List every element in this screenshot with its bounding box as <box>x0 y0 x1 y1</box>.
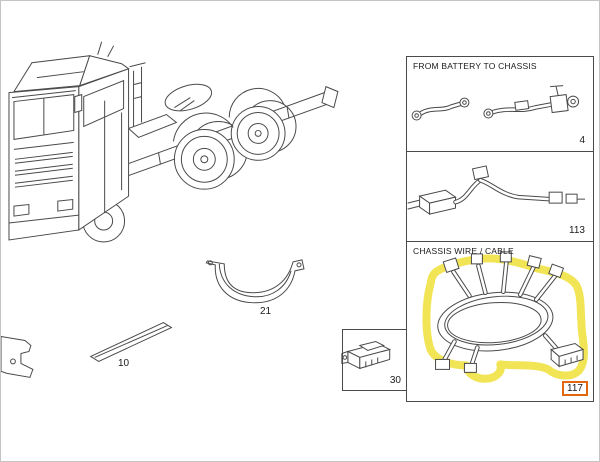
truck-chassis-illustration <box>115 62 339 190</box>
part-number-30[interactable]: 30 <box>389 375 401 386</box>
battery-section-title: FROM BATTERY TO CHASSIS <box>413 61 537 71</box>
cable-section-box[interactable]: 113 <box>406 151 594 242</box>
battery-section-box[interactable]: FROM BATTERY TO CHASSIS 4 <box>406 56 594 152</box>
part-10-strip-illustration <box>89 322 173 362</box>
truck-cab-illustration <box>8 41 130 243</box>
chassis-harness-illustration <box>422 251 588 383</box>
cable-113-illustration <box>407 165 586 216</box>
battery-cables-illustration <box>411 85 580 121</box>
part-21-bracket-illustration <box>205 259 305 304</box>
connector-section-box[interactable]: 30 <box>342 329 407 391</box>
part-number-117-callout[interactable]: 117 <box>562 381 588 396</box>
corner-bracket-illustration <box>1 336 34 378</box>
part-30-connector-illustration <box>341 340 392 370</box>
part-number-21[interactable]: 21 <box>260 306 272 317</box>
chassis-wire-section-title: CHASSIS WIRE / CABLE <box>413 246 514 256</box>
part-number-4[interactable]: 4 <box>579 135 585 146</box>
part-number-10[interactable]: 10 <box>118 358 130 369</box>
chassis-wire-section-box[interactable]: CHASSIS WIRE / CABLE 117 <box>406 241 594 402</box>
part-number-113[interactable]: 113 <box>569 225 585 236</box>
